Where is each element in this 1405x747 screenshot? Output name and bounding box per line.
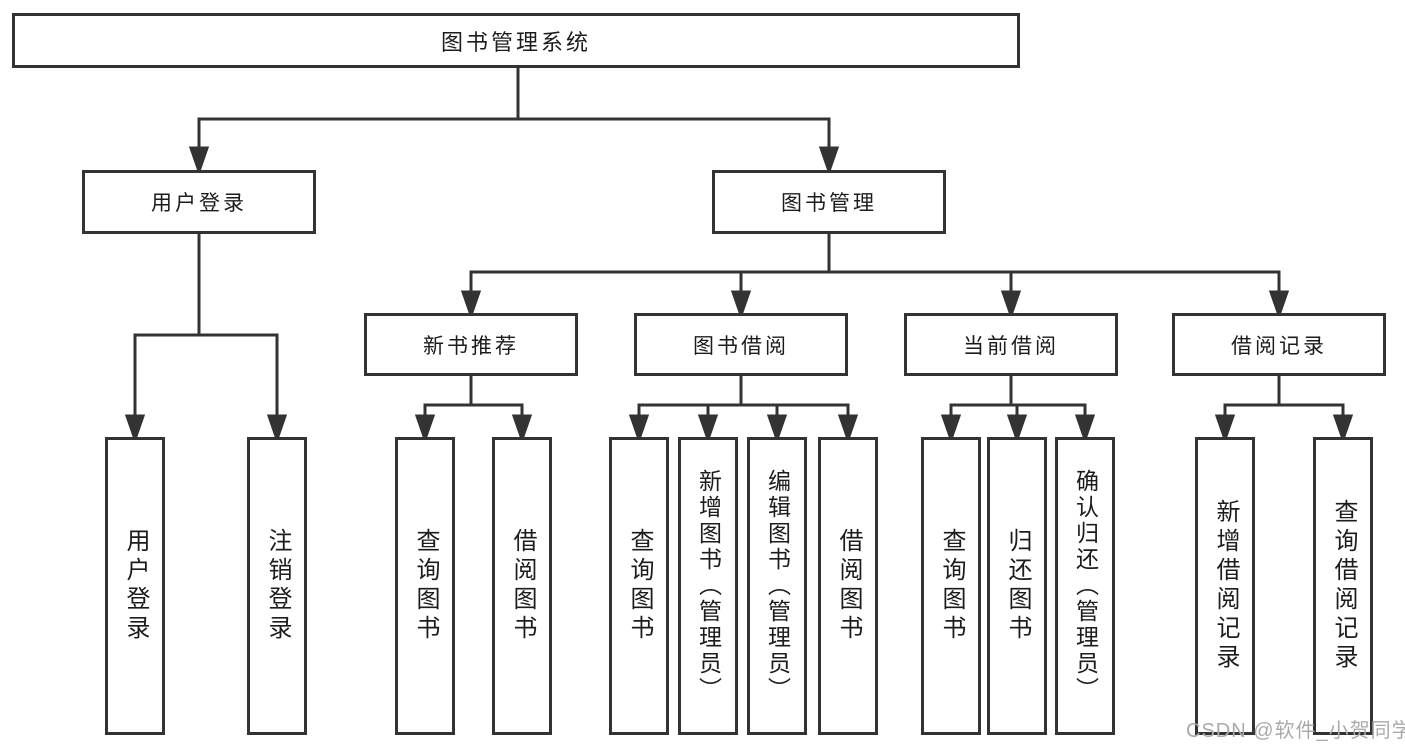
arrow-down-icon bbox=[1214, 414, 1236, 444]
arrow-down-icon bbox=[266, 414, 288, 444]
edges-current-borrow bbox=[940, 376, 1096, 444]
leaf-borrow-book-recommend: 借阅图书 bbox=[492, 437, 552, 735]
node-book-management: 图书管理 bbox=[712, 170, 946, 234]
csdn-watermark: CSDN @软件_小贺同学 bbox=[1186, 720, 1405, 742]
node-current-borrow: 当前借阅 bbox=[904, 313, 1118, 376]
arrow-down-icon bbox=[766, 414, 788, 444]
arrow-down-icon bbox=[511, 414, 533, 444]
edges-new-book-recommend bbox=[414, 376, 533, 444]
edges-borrow-records bbox=[1214, 376, 1354, 444]
node-borrow-records: 借阅记录 bbox=[1172, 313, 1386, 376]
arrow-down-icon bbox=[818, 146, 840, 176]
edges-book-management bbox=[460, 234, 1290, 320]
arrow-down-icon bbox=[837, 414, 859, 444]
leaf-confirm-return-admin: 确认归还（管理员） bbox=[1055, 437, 1115, 735]
arrow-down-icon bbox=[628, 414, 650, 444]
edges-user-login bbox=[124, 234, 288, 444]
arrow-down-icon bbox=[1332, 414, 1354, 444]
leaf-query-borrow-record: 查询借阅记录 bbox=[1313, 437, 1373, 735]
leaf-borrow-book: 借阅图书 bbox=[818, 437, 878, 735]
edges-book-borrow bbox=[628, 376, 859, 444]
arrow-down-icon bbox=[460, 290, 482, 320]
leaf-query-book-current: 查询图书 bbox=[921, 437, 981, 735]
leaf-query-book-recommend: 查询图书 bbox=[395, 437, 455, 735]
node-library-system-root: 图书管理系统 bbox=[12, 13, 1020, 68]
arrow-down-icon bbox=[1000, 290, 1022, 320]
arrow-down-icon bbox=[1268, 290, 1290, 320]
leaf-add-borrow-record: 新增借阅记录 bbox=[1195, 437, 1255, 735]
node-book-borrow: 图书借阅 bbox=[634, 313, 848, 376]
arrow-down-icon bbox=[1006, 414, 1028, 444]
arrow-down-icon bbox=[730, 290, 752, 320]
leaf-add-book-admin: 新增图书（管理员） bbox=[678, 437, 738, 735]
node-new-book-recommend: 新书推荐 bbox=[364, 313, 578, 376]
leaf-return-book: 归还图书 bbox=[987, 437, 1047, 735]
arrow-down-icon bbox=[124, 414, 146, 444]
node-user-login: 用户登录 bbox=[82, 170, 316, 234]
leaf-logout-login: 注销登录 bbox=[247, 437, 307, 735]
leaf-edit-book-admin: 编辑图书（管理员） bbox=[747, 437, 807, 735]
arrow-down-icon bbox=[697, 414, 719, 444]
edges-root bbox=[188, 68, 840, 176]
arrow-down-icon bbox=[188, 146, 210, 176]
leaf-query-book-borrow: 查询图书 bbox=[609, 437, 669, 735]
arrow-down-icon bbox=[1074, 414, 1096, 444]
arrow-down-icon bbox=[940, 414, 962, 444]
leaf-user-login: 用户登录 bbox=[105, 437, 165, 735]
arrow-down-icon bbox=[414, 414, 436, 444]
